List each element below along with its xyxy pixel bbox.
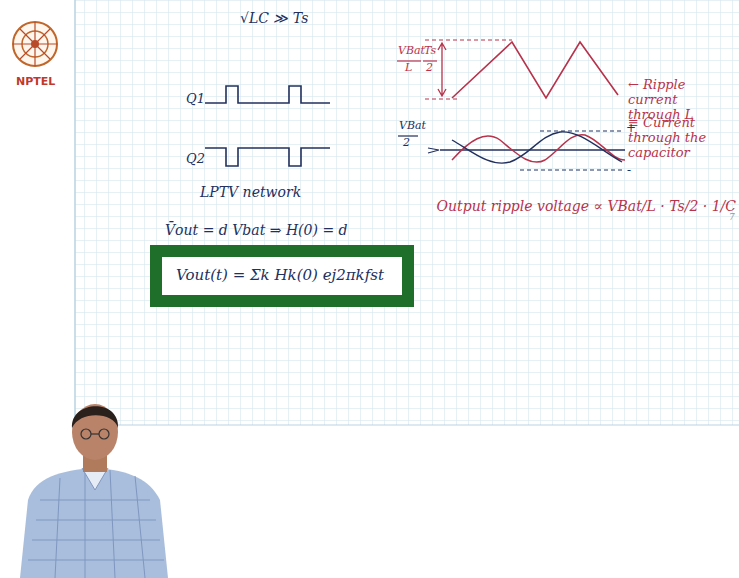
dashed-level bbox=[425, 40, 512, 41]
page-number: 7 bbox=[729, 212, 735, 222]
dashed-level bbox=[520, 170, 622, 171]
signal-name: Q1 bbox=[186, 92, 205, 107]
pointer-arrow bbox=[428, 148, 439, 153]
page-edge bbox=[75, 425, 739, 426]
fraction-numerator: Ts bbox=[424, 45, 436, 58]
margin-line bbox=[74, 0, 76, 425]
constraint-note: √LC ≫ Ts bbox=[240, 10, 308, 26]
fraction-denominator: 2 bbox=[403, 137, 410, 150]
ripple-voltage-curve bbox=[452, 132, 622, 163]
annotation: ≡ Current through the capacitor bbox=[628, 116, 733, 161]
logo-text: NPTEL bbox=[16, 76, 55, 89]
q2-waveform bbox=[205, 148, 330, 166]
heading-note: LPTV network bbox=[200, 184, 301, 200]
logo bbox=[13, 22, 57, 66]
highlight-box: Vout(t) = Σk Hk(0) ej2πkfst bbox=[150, 245, 414, 307]
equation: Vout(t) = Σk Hk(0) ej2πkfst bbox=[176, 266, 384, 284]
polarity-sign: - bbox=[627, 164, 631, 178]
dimension-arrow bbox=[438, 43, 446, 96]
grid-paper bbox=[75, 0, 739, 425]
q1-waveform bbox=[205, 86, 330, 103]
fraction-numerator: VBat bbox=[398, 45, 425, 58]
capacitor-current-curve bbox=[452, 135, 625, 162]
equation: V̄out = d Vbat ⇒ H(0) = d bbox=[165, 222, 348, 238]
fraction-denominator: L bbox=[405, 62, 412, 75]
ripple-current-waveform bbox=[452, 42, 618, 98]
polarity-sign: + bbox=[626, 122, 636, 136]
annotation: Output ripple voltage ∝ VBat/L · Ts/2 · … bbox=[437, 198, 736, 214]
fraction-denominator: 2 bbox=[426, 62, 433, 75]
dashed-level bbox=[425, 99, 460, 100]
fraction-numerator: VBat bbox=[399, 120, 426, 133]
signal-name: Q2 bbox=[186, 152, 205, 167]
presenter bbox=[20, 404, 168, 578]
dashed-level bbox=[540, 131, 622, 132]
